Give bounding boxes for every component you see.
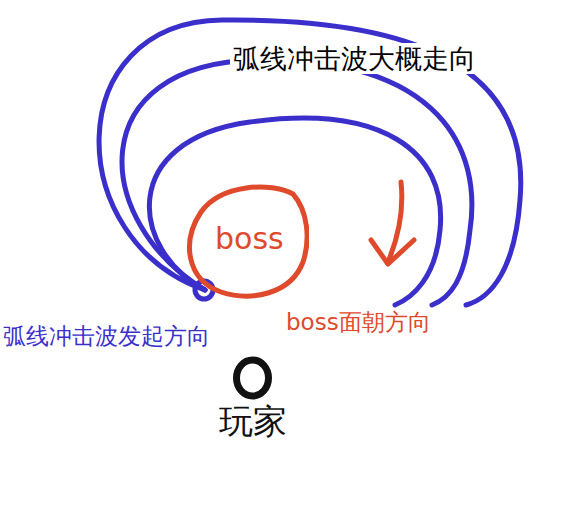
shockwave-arc — [99, 20, 521, 305]
player-marker: 玩家 — [205, 356, 300, 450]
shockwave-arc — [122, 60, 472, 305]
shockwave-arc — [149, 118, 440, 305]
boss-circle: boss — [181, 182, 309, 300]
note-label: boss面朝方向 — [283, 309, 434, 335]
facing-arrowhead — [371, 240, 414, 264]
note-label: 弧线冲击波大概走向 — [230, 43, 479, 74]
boss-outline — [190, 187, 308, 296]
note-label: 弧线冲击波发起方向 — [0, 323, 213, 349]
boss-label: boss — [215, 222, 284, 257]
player-label: 玩家 — [219, 402, 287, 441]
player-ring — [237, 360, 269, 396]
